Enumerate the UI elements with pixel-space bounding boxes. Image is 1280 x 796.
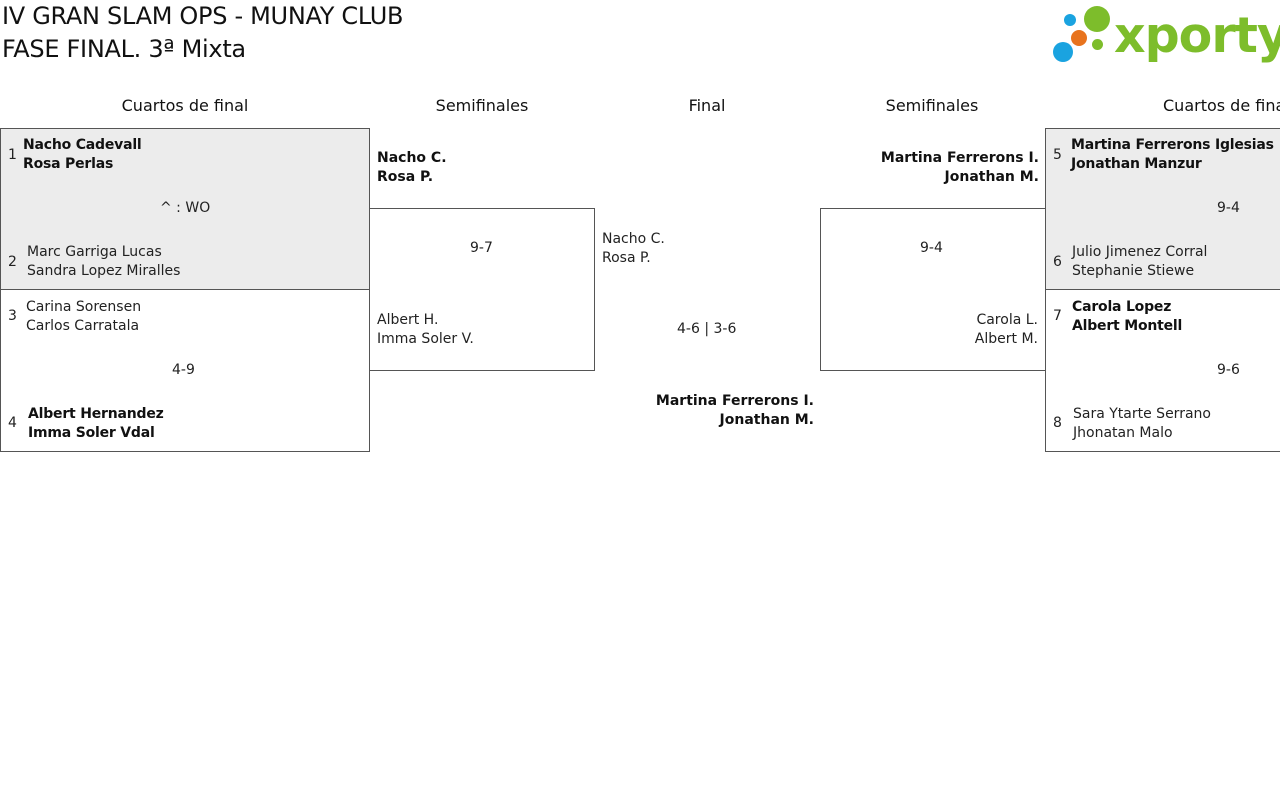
- player-name: Sandra Lopez Miralles: [27, 263, 181, 279]
- round-header-right-semis: Semifinales: [885, 96, 979, 115]
- player-name: Carlos Carratala: [26, 318, 140, 334]
- logo-dot-orange: [1071, 30, 1087, 46]
- champion-name: Martina Ferrerons I.: [655, 393, 814, 409]
- logo-dot-blue-large: [1053, 42, 1073, 62]
- seed-number: 3: [8, 308, 17, 324]
- match-sf-left[interactable]: [369, 208, 595, 371]
- player-name: Jhonatan Malo: [1073, 425, 1173, 441]
- player-name: Albert H.: [377, 312, 439, 328]
- player-name: Martina Ferrerons Iglesias: [1071, 137, 1274, 153]
- seed-number: 5: [1053, 147, 1062, 163]
- player-name: Albert Montell: [1072, 318, 1183, 334]
- player-name: Stephanie Stiewe: [1072, 263, 1195, 279]
- seed-number: 6: [1053, 254, 1062, 270]
- seed-number: 8: [1053, 415, 1062, 431]
- match-score: 4-9: [172, 362, 195, 378]
- match-qf-1[interactable]: 1 Nacho Cadevall Rosa Perlas ^ : WO 2 Ma…: [0, 128, 370, 290]
- seed-number: 4: [8, 415, 17, 431]
- match-sf-right[interactable]: [820, 208, 1046, 371]
- player-name: Imma Soler V.: [377, 331, 474, 347]
- seed-number: 7: [1053, 308, 1062, 324]
- player-name: Jonathan M.: [944, 169, 1039, 185]
- player-name: Nacho Cadevall: [23, 137, 142, 153]
- xporty-logo[interactable]: xporty: [1052, 4, 1280, 68]
- seed-number: 2: [8, 254, 17, 270]
- match-qf-2[interactable]: 3 Carina Sorensen Carlos Carratala 4-9 4…: [0, 289, 370, 452]
- round-header-left-semis: Semifinales: [435, 96, 529, 115]
- logo-dot-blue: [1064, 14, 1076, 26]
- match-score: 9-6: [1217, 362, 1240, 378]
- champion-name: Jonathan M.: [719, 412, 814, 428]
- player-name: Martina Ferrerons I.: [880, 150, 1039, 166]
- match-score: 9-4: [1217, 200, 1240, 216]
- match-qf-4[interactable]: 7 Carola Lopez Albert Montell 9-6 8 Sara…: [1045, 289, 1280, 452]
- match-score: ^ : WO: [160, 200, 211, 216]
- player-name: Albert Hernandez: [28, 406, 164, 422]
- player-name: Marc Garriga Lucas: [27, 244, 162, 260]
- seed-number: 1: [8, 147, 17, 163]
- round-header-left-quarters: Cuartos de final: [121, 96, 249, 115]
- player-name: Carina Sorensen: [26, 299, 142, 315]
- match-qf-3[interactable]: 5 Martina Ferrerons Iglesias Jonathan Ma…: [1045, 128, 1280, 290]
- player-name: Imma Soler Vdal: [28, 425, 155, 441]
- player-name: Carola L.: [976, 312, 1038, 328]
- player-name: Carola Lopez: [1072, 299, 1172, 315]
- player-name: Rosa P.: [377, 169, 434, 185]
- logo-text: xporty: [1114, 7, 1280, 64]
- logo-dot-green: [1084, 6, 1110, 32]
- round-header-final: Final: [688, 96, 726, 115]
- final-score: 4-6 | 3-6: [677, 321, 737, 337]
- player-name: Rosa Perlas: [23, 156, 114, 172]
- player-name: Nacho C.: [377, 150, 447, 166]
- player-name: Jonathan Manzur: [1071, 156, 1202, 172]
- page-subtitle: FASE FINAL. 3ª Mixta: [2, 35, 246, 63]
- round-header-right-quarters: Cuartos de final: [1163, 96, 1280, 115]
- player-name: Nacho C.: [602, 231, 665, 247]
- player-name: Rosa P.: [602, 250, 651, 266]
- logo-dot-green-small: [1092, 39, 1103, 50]
- match-score: 9-4: [920, 240, 943, 256]
- player-name: Julio Jimenez Corral: [1072, 244, 1208, 260]
- match-score: 9-7: [470, 240, 493, 256]
- player-name: Albert M.: [974, 331, 1038, 347]
- page-title: IV GRAN SLAM OPS - MUNAY CLUB: [2, 2, 404, 30]
- player-name: Sara Ytarte Serrano: [1073, 406, 1211, 422]
